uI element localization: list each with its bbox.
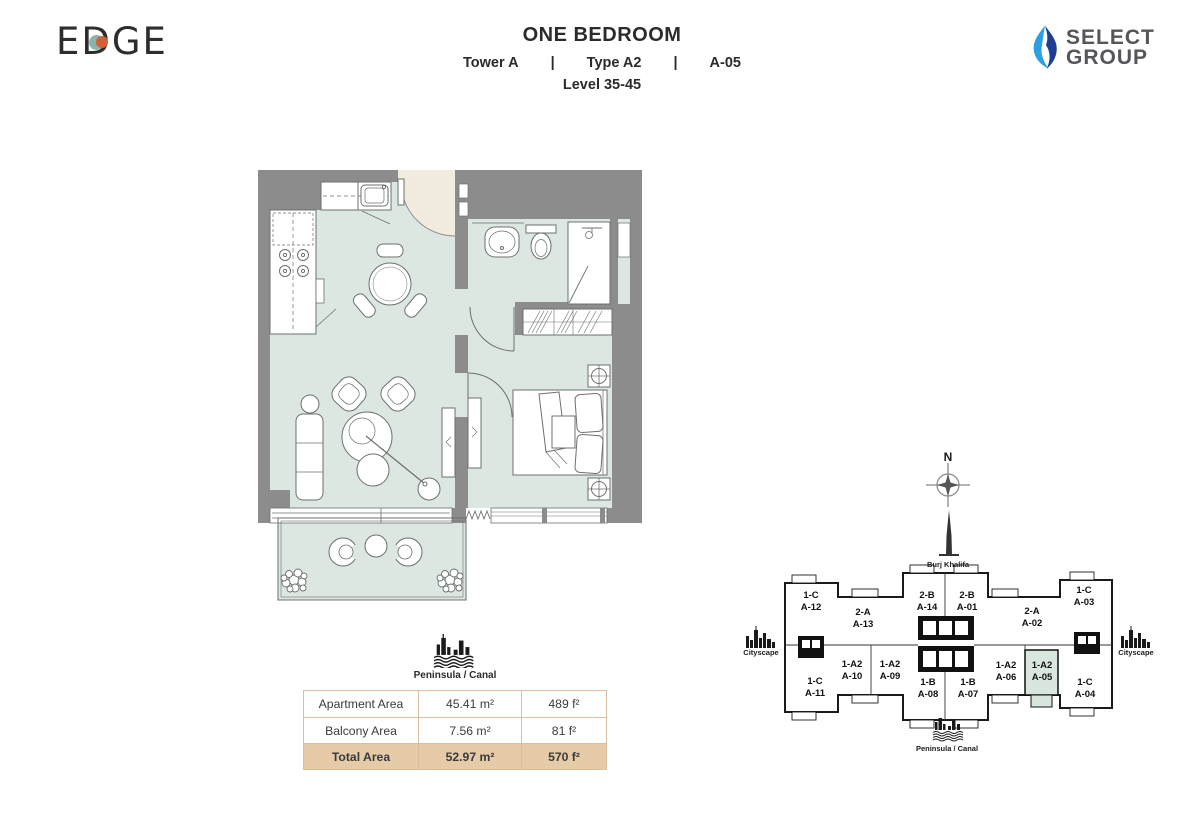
area-row-metric: 7.56 m² <box>418 718 521 743</box>
type-label: Type A2 <box>586 55 642 71</box>
edge-logo-orange-dot <box>96 36 108 48</box>
cityscape-icon-right <box>1121 626 1150 648</box>
area-row-label: Apartment Area <box>318 697 404 711</box>
area-row-label: Balcony Area <box>325 723 397 738</box>
area-row-label: Total Area <box>331 749 391 764</box>
select-word: SELECT <box>1066 26 1155 49</box>
area-row-metric: 52.97 m² <box>418 744 521 769</box>
walls <box>258 170 642 523</box>
cityscape-label-left: Cityscape <box>743 648 779 657</box>
cityscape-icon-left <box>746 626 775 648</box>
elevator-cores <box>798 616 1100 672</box>
landmark-peninsula-canal: Peninsula / Canal <box>395 634 515 681</box>
table-row-total: Total Area 52.97 m² 570 f² <box>304 743 606 769</box>
edge-logo-text: EDGE <box>56 20 168 63</box>
key-plan-drawing <box>746 463 1150 742</box>
table-row: Apartment Area 45.41 m² 489 f² <box>304 691 606 717</box>
select-group-logo: SELECT GROUP <box>1030 22 1180 74</box>
area-row-metric: 45.41 m² <box>418 691 521 717</box>
plan-header: ONE BEDROOM Tower A | Type A2 | A-05 Lev… <box>402 24 802 93</box>
tower-label: Tower A <box>463 55 519 71</box>
table-row: Balcony Area 7.56 m² 81 f² <box>304 717 606 743</box>
cityscape-label-right: Cityscape <box>1118 648 1154 657</box>
key-plan: N Burj Khalifa Cityscape Cityscape Penin… <box>740 440 1160 770</box>
level-label: Level 35-45 <box>562 77 642 93</box>
separator: | <box>550 55 555 71</box>
separator: | <box>673 55 678 71</box>
select-group-text: SELECT GROUP <box>1066 22 1155 74</box>
peninsula-canal-label: Peninsula / Canal <box>915 744 979 753</box>
highlighted-unit-a-05 <box>1024 649 1059 696</box>
plan-subtitle: Tower A | Type A2 | A-05 <box>402 55 802 71</box>
peninsula-canal-icon <box>433 634 474 668</box>
burj-khalifa-icon <box>939 510 959 556</box>
flame-icon <box>1033 25 1057 69</box>
floor-plan <box>258 170 642 601</box>
burj-khalifa-label: Burj Khalifa <box>926 560 970 569</box>
group-word: GROUP <box>1066 45 1149 69</box>
peninsula-canal-icon-small <box>932 718 964 742</box>
edge-logo: EDGE <box>56 22 166 66</box>
unit-number: A-05 <box>709 55 741 71</box>
area-row-imperial: 81 f² <box>521 718 606 743</box>
area-table: Apartment Area 45.41 m² 489 f² Balcony A… <box>303 690 607 770</box>
north-label: N <box>943 450 953 464</box>
area-row-imperial: 489 f² <box>521 691 606 717</box>
fixtures-and-furniture <box>269 178 631 601</box>
north-compass-icon <box>926 463 970 507</box>
page-title: ONE BEDROOM <box>522 24 682 46</box>
landmark-label: Peninsula / Canal <box>413 670 497 681</box>
area-row-imperial: 570 f² <box>521 744 606 769</box>
